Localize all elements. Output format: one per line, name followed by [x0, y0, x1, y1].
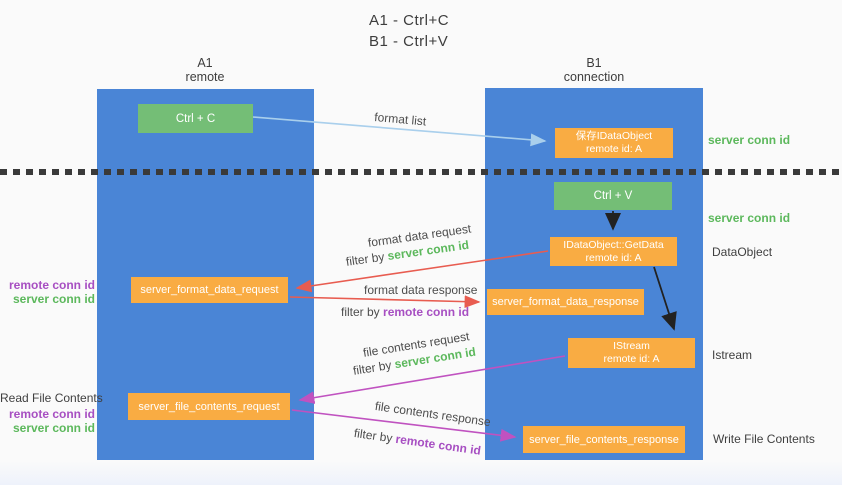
lane-b1-name: B1 [586, 56, 602, 70]
filter-by-text: filter by [341, 305, 380, 319]
label-filter-by-remote-conn-id-low: filter by remote conn id [353, 426, 482, 458]
server-conn-id-middle-text: server conn id [708, 211, 791, 225]
lane-header-a1: A1 remote [155, 56, 255, 84]
lane-a1-name: A1 [197, 56, 213, 70]
remote-conn-id-text: remote conn id [8, 278, 95, 292]
idataobject-getdata-line2: remote id: A [585, 251, 642, 264]
node-idataobject-getdata: IDataObject::GetData remote id: A [550, 237, 677, 266]
remote-conn-id-text: remote conn id [383, 305, 470, 319]
label-format-list: format list [374, 110, 427, 128]
session-divider-dotted-line [0, 169, 842, 175]
write-file-contents-text: Write File Contents [713, 432, 815, 446]
server-file-contents-request-label: server_file_contents_request [138, 400, 280, 413]
format-data-response-text: format data response [364, 283, 478, 297]
save-idataobject-line2: remote id: A [585, 143, 643, 155]
server-conn-id-text: server conn id [12, 292, 95, 306]
lane-header-b1: B1 connection [544, 56, 644, 84]
lane-a1-role: remote [185, 70, 225, 84]
label-file-contents-response: file contents response [374, 399, 492, 429]
remote-conn-id-label: remote conn id [5, 278, 95, 292]
annotation-server-conn-id-middle: server conn id [708, 211, 790, 225]
node-server-format-data-response: server_format_data_response [487, 289, 644, 315]
ctrl-c-label: Ctrl + C [175, 112, 216, 125]
node-istream: IStream remote id: A [568, 338, 695, 368]
istream-text: Istream [712, 348, 753, 362]
annotation-istream: Istream [712, 348, 752, 362]
filter-by-text: filter by [353, 426, 394, 446]
annotation-write-file-contents: Write File Contents [713, 432, 815, 446]
server-file-contents-response-label: server_file_contents_response [529, 433, 679, 446]
arrow-format-data-response [289, 295, 481, 309]
format-list-text: format list [373, 110, 427, 129]
diagram-title: A1 - Ctrl+C B1 - Ctrl+V [369, 10, 449, 52]
title-line-2: B1 - Ctrl+V [369, 33, 449, 50]
read-file-contents-text: Read File Contents [0, 391, 103, 405]
filter-by-text: filter by [352, 357, 393, 378]
annotation-server-conn-id-top: server conn id [708, 133, 790, 147]
server-conn-id-top-text: server conn id [708, 133, 791, 147]
node-server-format-data-request: server_format_data_request [131, 277, 288, 303]
label-filter-by-remote-conn-id-mid: filter by remote conn id [341, 305, 469, 319]
server-format-data-request-label: server_format_data_request [140, 284, 279, 296]
label-format-data-response: format data response [364, 283, 477, 297]
annotation-conn-ids-file: remote conn id server conn id [5, 407, 95, 435]
lane-b1-role: connection [563, 70, 625, 84]
idataobject-getdata-line1: IDataObject::GetData [563, 238, 664, 251]
dataobject-text: DataObject [712, 245, 773, 259]
save-idataobject-line1: 保存IDataObject [575, 130, 653, 142]
file-contents-response-text: file contents response [374, 399, 492, 430]
ctrl-v-label: Ctrl + V [593, 190, 633, 202]
node-server-file-contents-response: server_file_contents_response [523, 426, 685, 453]
server-conn-id-label: server conn id [5, 421, 95, 435]
node-ctrl-c: Ctrl + C [138, 104, 253, 133]
server-conn-id-text: server conn id [12, 421, 95, 435]
istream-line2: remote id: A [603, 353, 660, 365]
istream-line1: IStream [613, 340, 650, 352]
server-format-data-response-label: server_format_data_response [492, 296, 639, 308]
remote-conn-id-text: remote conn id [394, 431, 482, 458]
server-conn-id-label: server conn id [5, 292, 95, 306]
title-line-1: A1 - Ctrl+C [369, 12, 450, 29]
filter-by-text: filter by [345, 249, 386, 269]
annotation-conn-ids-format: remote conn id server conn id [5, 278, 95, 306]
node-ctrl-v: Ctrl + V [554, 182, 672, 210]
node-save-idataobject: 保存IDataObject remote id: A [555, 128, 673, 158]
remote-conn-id-label: remote conn id [5, 407, 95, 421]
remote-conn-id-text: remote conn id [8, 407, 95, 421]
annotation-dataobject: DataObject [712, 245, 772, 259]
node-server-file-contents-request: server_file_contents_request [128, 393, 290, 420]
annotation-read-file-contents: Read File Contents [0, 391, 103, 405]
